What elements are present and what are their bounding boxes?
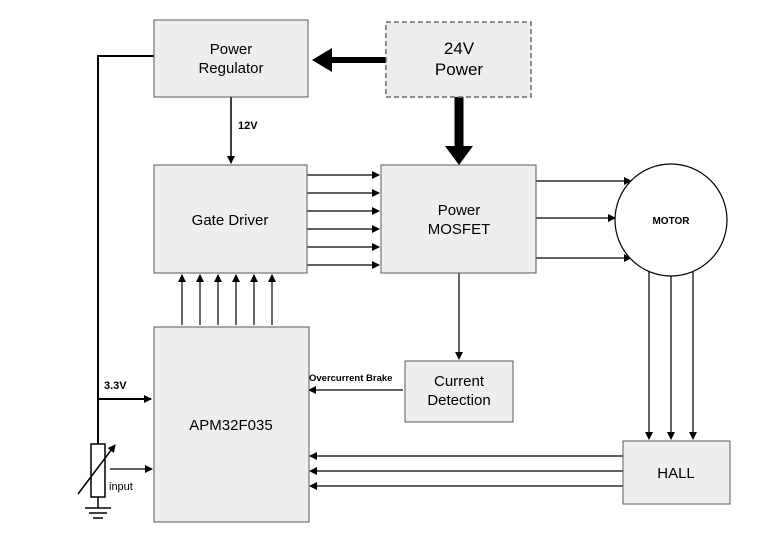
block-current-detection: Current Detection: [404, 360, 514, 423]
gate-driver-label: Gate Driver: [192, 212, 269, 229]
motor-to-hall: [645, 272, 697, 440]
motor-label: MOTOR: [652, 216, 690, 227]
block-hall: HALL: [622, 440, 731, 505]
power-24v-label-1: 24V: [444, 39, 475, 58]
power-mosfet-label-1: Power: [438, 202, 481, 219]
label-12v: 12V: [238, 120, 258, 132]
hall-signals: [309, 452, 623, 490]
gate-signals: [307, 171, 380, 269]
block-motor: MOTOR: [614, 163, 728, 277]
motor-phases: [536, 177, 632, 262]
label-input: input: [109, 481, 133, 493]
pwm-signals: [178, 274, 276, 325]
current-detection-label-1: Current: [434, 373, 485, 390]
power-regulator-label-2: Regulator: [198, 60, 263, 77]
block-power-mosfet: Power MOSFET: [380, 164, 537, 274]
block-power-regulator: Power Regulator: [153, 19, 309, 98]
block-24v-power: 24V Power: [385, 21, 532, 98]
arrowhead-24v-to-mosfet: [445, 146, 473, 165]
apm-label: APM32F035: [189, 417, 272, 434]
block-gate-driver: Gate Driver: [153, 164, 308, 274]
block-apm32f035: APM32F035: [153, 326, 310, 523]
potentiometer-arrow: [77, 444, 116, 495]
power-mosfet-label-2: MOSFET: [428, 221, 491, 238]
label-3v3: 3.3V: [104, 380, 127, 392]
hall-label: HALL: [657, 465, 695, 482]
ground-icon: [85, 507, 111, 519]
label-overcurrent-brake: Overcurrent Brake: [309, 373, 392, 384]
current-detection-label-2: Detection: [427, 392, 490, 409]
potentiometer-body: [90, 443, 106, 498]
potentiometer-symbol: [77, 443, 116, 519]
arrowhead-24v-to-regulator: [312, 48, 332, 72]
power-24v-label-2: Power: [435, 60, 484, 79]
connections: [97, 48, 697, 490]
wire-3v3-rail: [97, 55, 154, 446]
power-regulator-label-1: Power: [210, 41, 253, 58]
